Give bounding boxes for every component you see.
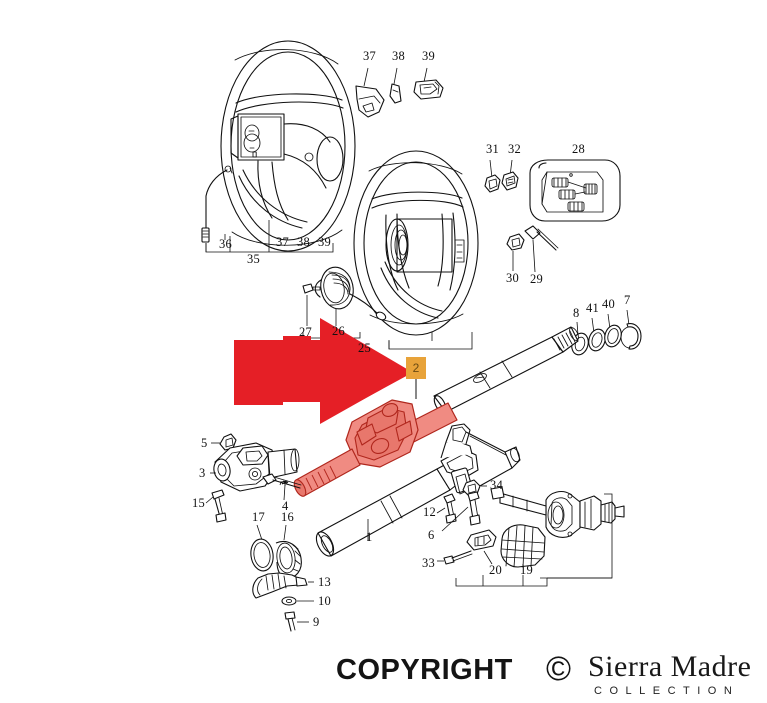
nut-parts-31-32 (484, 159, 519, 193)
callout-7: 7 (624, 293, 631, 307)
callout-6: 6 (428, 528, 435, 542)
copyright-watermark: COPYRIGHT © Sierra Madre COLLECTION (336, 650, 767, 703)
bolt-29-nut-30 (506, 225, 559, 273)
slip-ring-26-screw-27 (302, 266, 387, 339)
steering-wheel-lower-right (353, 150, 479, 350)
watermark-copyright-text: COPYRIGHT (336, 654, 513, 686)
callout-9: 9 (313, 615, 320, 629)
callout-27: 27 (299, 325, 312, 339)
callout-10: 10 (318, 594, 331, 608)
steering-wheel-upper-left (201, 40, 356, 253)
callout-3: 3 (199, 466, 206, 480)
callout-16: 16 (281, 510, 294, 524)
bearing-ring-parts-16-17 (250, 524, 302, 579)
washer-parts-8-41-40-7 (571, 309, 642, 356)
callout-20: 20 (489, 563, 502, 577)
part-2-highlight-badge[interactable]: 2 (406, 357, 426, 379)
callout-39b: 39 (318, 235, 331, 249)
callout-36: 36 (219, 237, 232, 251)
clip-parts-37-38-39 (355, 67, 444, 118)
callout-33: 33 (422, 556, 435, 570)
callout-1: 1 (366, 530, 373, 544)
callout-5: 5 (201, 436, 208, 450)
callout-34: 34 (490, 478, 503, 492)
callout-40: 40 (602, 297, 615, 311)
watermark-collection-text: COLLECTION (594, 685, 740, 697)
callout-32: 32 (508, 142, 521, 156)
switch-housing-28 (529, 159, 621, 222)
callout-19: 19 (520, 563, 533, 577)
callout-12: 12 (423, 505, 436, 519)
callout-17: 17 (252, 510, 265, 524)
callout-31: 31 (486, 142, 499, 156)
callout-39a: 39 (422, 49, 435, 63)
clamp-parts-13-10-9 (252, 572, 314, 632)
watermark-copyright-symbol: © (546, 650, 572, 688)
callout-15: 15 (192, 496, 205, 510)
callout-37b: 37 (276, 235, 289, 249)
steering-column-tube-1 (315, 423, 521, 557)
callout-38b: 38 (297, 235, 310, 249)
highlighted-part-2-steering-shaft (293, 399, 458, 497)
callout-8: 8 (573, 306, 580, 320)
steering-shaft-upper (433, 326, 579, 413)
callout-25: 25 (358, 341, 371, 355)
callout-4: 4 (282, 499, 289, 513)
callout-38a: 38 (392, 49, 405, 63)
universal-joint-3-and-fasteners (205, 433, 302, 523)
lower-coupling-assembly (436, 479, 625, 587)
callout-37a: 37 (363, 49, 376, 63)
callout-29: 29 (530, 272, 543, 286)
watermark-brand-name: Sierra Madre (588, 650, 752, 683)
callout-30: 30 (506, 271, 519, 285)
callout-13: 13 (318, 575, 331, 589)
callout-35: 35 (247, 252, 260, 266)
callout-26: 26 (332, 324, 345, 338)
callout-41: 41 (586, 301, 599, 315)
callout-28: 28 (572, 142, 585, 156)
